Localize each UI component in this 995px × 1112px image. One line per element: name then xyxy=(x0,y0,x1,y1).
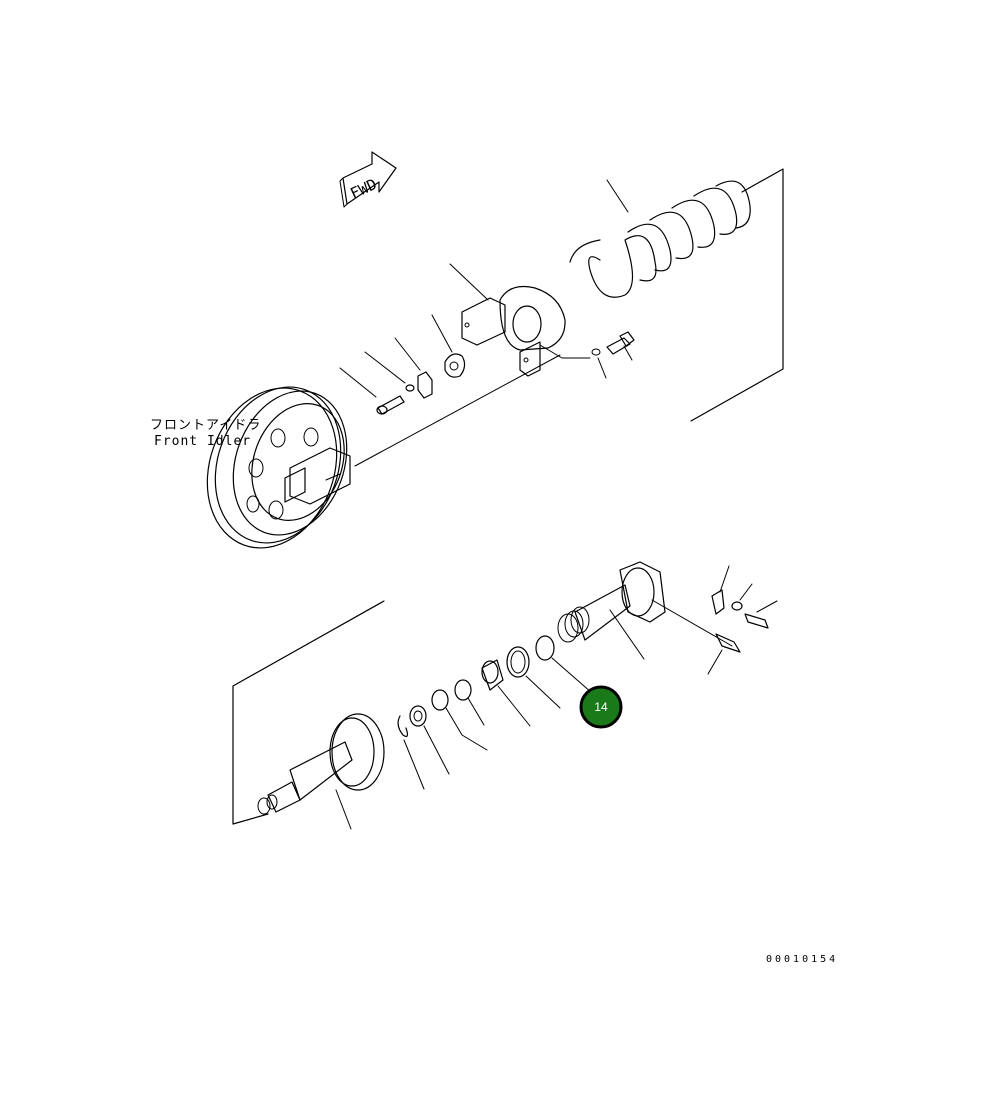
o-ring-part xyxy=(535,635,593,694)
callout-badge[interactable] xyxy=(579,685,623,729)
spring-yoke xyxy=(449,263,591,377)
idler-shaft xyxy=(257,713,385,830)
upper-axis-line xyxy=(354,354,561,467)
front-idler-label-jp: フロントアイドラ xyxy=(150,418,261,433)
upper-small-parts xyxy=(339,314,466,415)
fwd-arrow: FWD xyxy=(339,151,397,208)
upper-group-bracket xyxy=(690,168,784,422)
front-idler xyxy=(206,386,351,549)
callout-14[interactable]: 14 xyxy=(579,685,623,729)
lower-right-small-parts xyxy=(707,565,778,675)
collar-parts xyxy=(409,679,488,775)
document-number: 00010154 xyxy=(766,954,838,965)
bushing-seal xyxy=(481,646,561,727)
callout-number[interactable]: 14 xyxy=(594,700,608,714)
fwd-label: FWD xyxy=(347,175,379,203)
front-idler-label-en: Front Idler xyxy=(154,434,251,449)
bolt-right-upper xyxy=(591,331,635,379)
snap-ring xyxy=(397,715,425,790)
lower-group-bracket xyxy=(232,600,385,825)
support-shaft xyxy=(557,561,733,660)
recoil-spring xyxy=(569,179,751,298)
